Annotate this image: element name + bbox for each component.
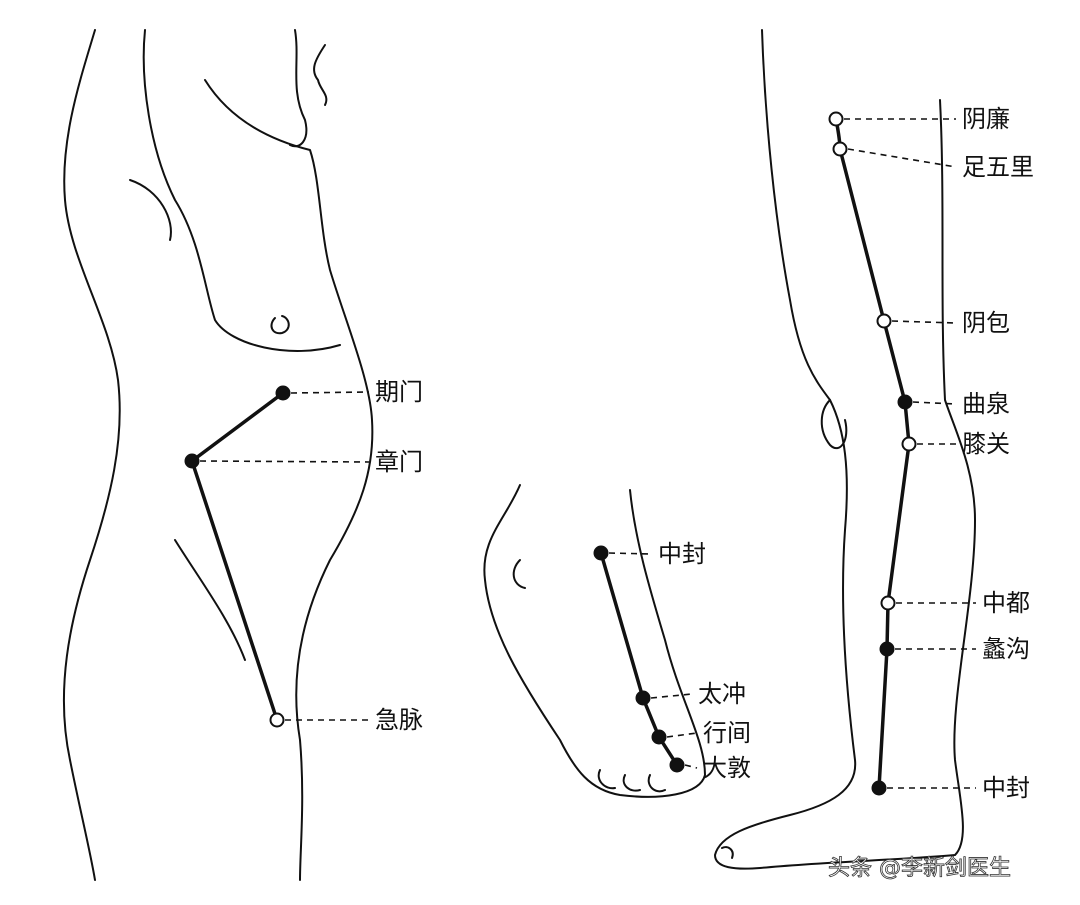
open-acupoint-marker [880, 595, 896, 611]
leg-outline [714, 29, 976, 870]
leader-line [847, 148, 957, 168]
foot-meridian-line [599, 552, 679, 766]
open-acupoint-marker [832, 141, 848, 157]
filled-acupoint-marker [651, 729, 667, 745]
acupoint-label: 期门 [375, 378, 423, 406]
acupoint-label: 阴包 [962, 309, 1010, 337]
acupoint-label: 太冲 [698, 680, 746, 708]
torso-outline [62, 29, 374, 881]
leg-meridian-line [838, 148, 911, 789]
leader-line [650, 693, 693, 699]
leader-line [684, 764, 698, 769]
leader-line [199, 460, 370, 463]
acupoint-label: 章门 [375, 448, 423, 476]
open-acupoint-marker [901, 436, 917, 452]
acupoint-label: 行间 [703, 719, 751, 747]
filled-acupoint-marker [871, 780, 887, 796]
foot-outline [483, 484, 706, 798]
acupoint-label: 阴廉 [962, 105, 1010, 133]
filled-acupoint-marker [897, 394, 913, 410]
leader-line [290, 391, 370, 394]
open-acupoint-marker [828, 111, 844, 127]
leader-line [912, 401, 957, 405]
acupoint-label: 急脉 [375, 706, 423, 734]
filled-acupoint-marker [275, 385, 291, 401]
leader-line [608, 552, 653, 555]
acupoint-label: 膝关 [962, 430, 1010, 458]
filled-acupoint-marker [593, 545, 609, 561]
open-acupoint-marker [269, 712, 285, 728]
leader-line [666, 732, 698, 738]
filled-acupoint-marker [635, 690, 651, 706]
acupoint-label: 大敦 [703, 754, 751, 782]
filled-acupoint-marker [184, 453, 200, 469]
filled-acupoint-marker [669, 757, 685, 773]
filled-acupoint-marker [879, 641, 895, 657]
watermark: 头条 @李新剑医生 [828, 856, 1011, 881]
acupoint-label: 足五里 [962, 153, 1034, 181]
open-acupoint-marker [876, 313, 892, 329]
torso-meridian-line [189, 391, 285, 721]
acupoint-label: 中封 [982, 774, 1030, 802]
acupoint-label: 曲泉 [962, 390, 1010, 418]
acupoint-label: 蠡沟 [982, 635, 1030, 663]
acupoint-label: 中都 [982, 589, 1030, 617]
acupoint-label: 中封 [658, 540, 706, 568]
leader-line [891, 320, 957, 324]
